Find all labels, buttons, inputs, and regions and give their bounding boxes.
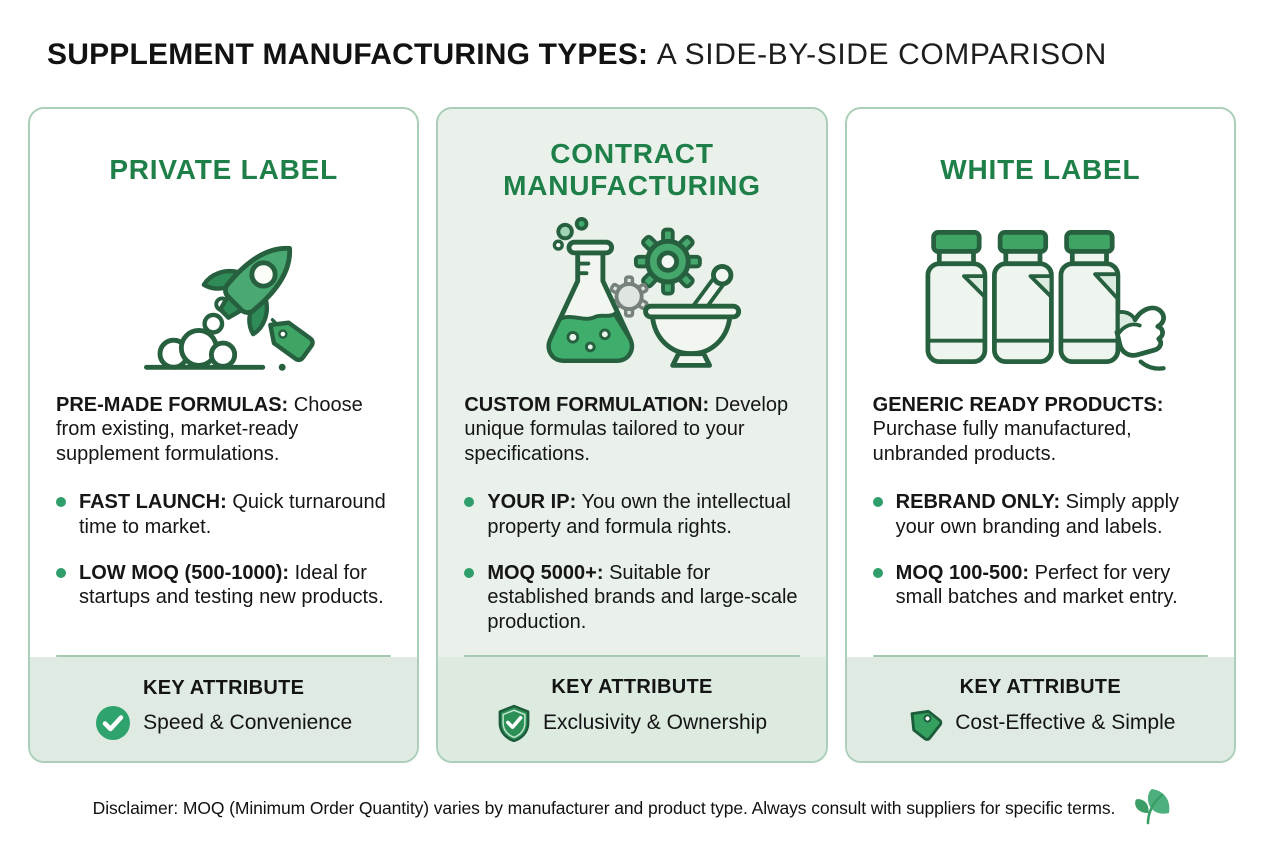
card-body: PRE-MADE FORMULAS: Choose from existing,… xyxy=(30,393,417,655)
card-body: GENERIC READY PRODUCTS: Purchase fully m… xyxy=(847,393,1234,655)
bullet-low-moq: LOW MOQ (500-1000): Ideal for startups a… xyxy=(56,561,391,610)
page-title-subtitle: A SIDE-BY-SIDE COMPARISON xyxy=(656,38,1107,71)
card-title-area: CONTRACT MANUFACTURING xyxy=(438,129,825,211)
bullet-dot-icon xyxy=(872,497,883,508)
card-contract-manufacturing: CONTRACT MANUFACTURING xyxy=(436,107,828,763)
intro-lead: GENERIC READY PRODUCTS: xyxy=(872,394,1164,416)
comparison-cards-row: PRIVATE LABEL xyxy=(28,107,1236,763)
shield-check-icon xyxy=(497,704,531,742)
bullet-dot-icon xyxy=(464,497,475,508)
footer-divider xyxy=(56,655,392,657)
bullet-list: REBRAND ONLY: Simply apply your own bran… xyxy=(872,490,1208,610)
key-attribute-label: KEY ATTRIBUTE xyxy=(143,677,305,699)
intro-text: Develop unique formulas tailored to your… xyxy=(464,394,789,465)
supplement-bottles-with-hand-icon xyxy=(847,215,1234,379)
bullet-list: YOUR IP: You own the intellectual proper… xyxy=(464,490,799,634)
key-attribute-footer: KEY ATTRIBUTE Cost-Effective & Simple xyxy=(846,657,1234,761)
key-attribute-value: Exclusivity & Ownership xyxy=(542,711,768,734)
bullet-dot-icon xyxy=(56,567,66,578)
leaf-icon xyxy=(1127,786,1171,831)
card-intro: PRE-MADE FORMULAS: Choose from existing,… xyxy=(56,393,391,466)
rocket-launch-with-price-tag-icon xyxy=(30,215,417,379)
card-private-label: PRIVATE LABEL xyxy=(28,107,420,763)
key-attribute-value: Speed & Convenience xyxy=(143,711,353,734)
intro-text: Purchase fully manufactured, unbranded p… xyxy=(872,418,1132,465)
bullet-rebrand-only: REBRAND ONLY: Simply apply your own bran… xyxy=(872,490,1208,539)
key-attribute-label: KEY ATTRIBUTE xyxy=(959,676,1121,698)
card-intro: CUSTOM FORMULATION: Develop unique formu… xyxy=(464,393,799,466)
page-title: SUPPLEMENT MANUFACTURING TYPES: A SIDE-B… xyxy=(47,38,1107,72)
card-body: CUSTOM FORMULATION: Develop unique formu… xyxy=(438,393,825,655)
footer-divider xyxy=(464,655,800,657)
intro-lead: PRE-MADE FORMULAS: xyxy=(56,394,289,416)
card-title-area: WHITE LABEL xyxy=(847,129,1234,211)
bullet-dot-icon xyxy=(464,567,475,578)
bullet-dot-icon xyxy=(872,567,883,578)
disclaimer-text: Disclaimer: MOQ (Minimum Order Quantity)… xyxy=(92,798,1116,818)
bullet-your-ip: YOUR IP: You own the intellectual proper… xyxy=(464,490,799,539)
card-title-area: PRIVATE LABEL xyxy=(30,129,417,211)
card-title-private-label: PRIVATE LABEL xyxy=(109,153,339,185)
bullet-fast-launch: FAST LAUNCH: Quick turnaround time to ma… xyxy=(56,490,391,539)
price-tag-icon xyxy=(905,704,943,742)
key-attribute-footer: KEY ATTRIBUTE Speed & Convenience xyxy=(30,657,418,761)
card-title-contract-manufacturing: CONTRACT MANUFACTURING xyxy=(503,137,761,201)
bullet-moq-100-500: MOQ 100-500: Perfect for very small batc… xyxy=(872,561,1208,610)
bullet-dot-icon xyxy=(56,497,66,508)
intro-text: Choose from existing, market-ready suppl… xyxy=(56,394,363,465)
disclaimer-bar: Disclaimer: MOQ (Minimum Order Quantity)… xyxy=(0,786,1264,831)
key-attribute-label: KEY ATTRIBUTE xyxy=(551,676,713,698)
bullet-list: FAST LAUNCH: Quick turnaround time to ma… xyxy=(56,490,391,610)
footer-divider xyxy=(872,655,1208,657)
card-white-label: WHITE LABEL xyxy=(844,107,1236,763)
check-circle-icon xyxy=(95,705,131,741)
intro-lead: CUSTOM FORMULATION: xyxy=(464,394,710,416)
page-title-bold: SUPPLEMENT MANUFACTURING TYPES: xyxy=(47,38,649,71)
bullet-moq-5000: MOQ 5000+: Suitable for established bran… xyxy=(464,561,799,634)
card-intro: GENERIC READY PRODUCTS: Purchase fully m… xyxy=(873,393,1208,466)
card-title-white-label: WHITE LABEL xyxy=(940,153,1141,185)
flask-gear-mortar-pestle-icon xyxy=(438,215,825,379)
key-attribute-value: Cost-Effective & Simple xyxy=(955,711,1176,734)
key-attribute-footer: KEY ATTRIBUTE Exclusivity & Ownership xyxy=(438,657,826,761)
